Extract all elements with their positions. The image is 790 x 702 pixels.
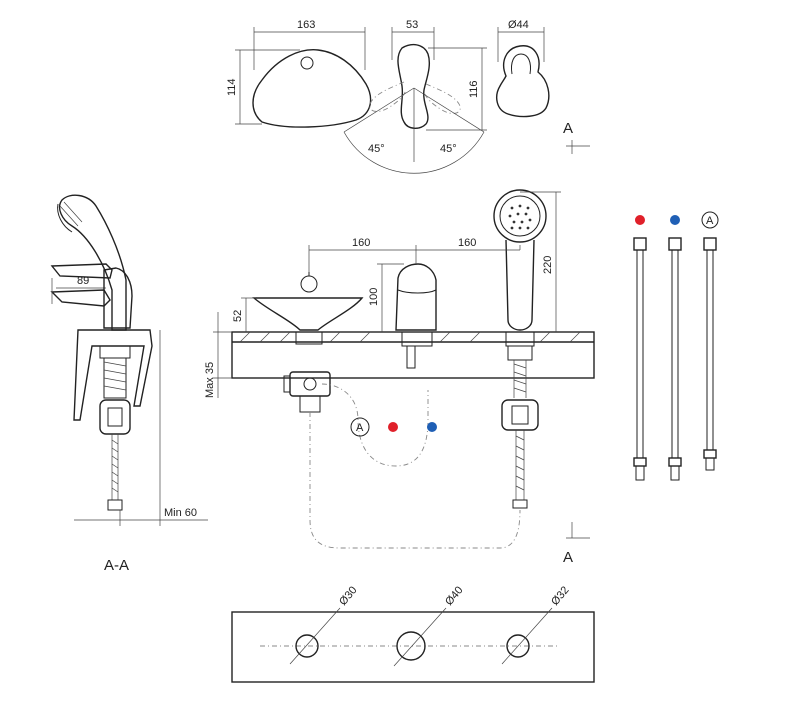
hole-layout: Ø30 Ø40 Ø32 bbox=[231, 584, 595, 683]
top-view: 163 114 53 116 45° 45° Ø44 A bbox=[226, 19, 590, 174]
connector-label-a: A bbox=[356, 422, 364, 434]
mixer-body bbox=[395, 263, 437, 331]
section-mark-bottom: A bbox=[563, 549, 573, 566]
hose-route bbox=[309, 412, 521, 549]
dim-114: 114 bbox=[226, 78, 238, 96]
side-section: 89 Min 60 A-A bbox=[50, 194, 208, 574]
dim-100: 100 bbox=[368, 288, 380, 306]
side-handshower bbox=[58, 194, 127, 331]
angle-45-right: 45° bbox=[440, 143, 457, 155]
dim-max35: Max 35 bbox=[204, 362, 216, 398]
hose-cold bbox=[668, 237, 682, 481]
handshower-top-outline bbox=[496, 45, 550, 118]
section-title-aa: A-A bbox=[104, 557, 129, 574]
tray-front bbox=[252, 297, 364, 331]
handshower-head bbox=[493, 189, 547, 243]
hole-dia30: Ø30 bbox=[337, 584, 360, 608]
hole-dia32: Ø32 bbox=[549, 584, 572, 608]
dim-dia44: Ø44 bbox=[508, 19, 529, 31]
hose-third bbox=[703, 237, 717, 471]
section-mark-top: A bbox=[563, 120, 573, 137]
dim-163: 163 bbox=[297, 19, 315, 31]
cold-dot-front bbox=[427, 422, 437, 432]
dim-52: 52 bbox=[232, 310, 244, 322]
dim-min60: Min 60 bbox=[164, 507, 197, 519]
hole-right bbox=[506, 634, 530, 658]
flex-hoses: A bbox=[633, 211, 719, 481]
dim-89: 89 bbox=[77, 275, 89, 287]
front-view: A 160 160 220 100 52 Max 35 A bbox=[204, 189, 595, 566]
lever-ghost-left bbox=[369, 81, 407, 112]
hose-hot bbox=[633, 237, 647, 481]
hose-label-a: A bbox=[706, 215, 714, 227]
angle-45-left: 45° bbox=[368, 143, 385, 155]
tray-top-outline bbox=[252, 49, 372, 128]
tray-hole bbox=[300, 56, 314, 70]
front-hose-holder bbox=[501, 399, 539, 431]
deck-plan bbox=[231, 611, 595, 683]
dim-53: 53 bbox=[406, 19, 418, 31]
cold-dot-hose bbox=[670, 215, 680, 225]
dim-220: 220 bbox=[542, 256, 554, 274]
deck bbox=[231, 331, 595, 379]
lever-ghost-right bbox=[423, 83, 461, 114]
dim-160-right: 160 bbox=[458, 237, 476, 249]
hole-left bbox=[295, 634, 319, 658]
side-hose-holder bbox=[99, 399, 131, 435]
hot-dot-hose bbox=[635, 215, 645, 225]
hole-dia40: Ø40 bbox=[443, 584, 466, 608]
hole-mid bbox=[396, 631, 426, 661]
lever-top-outline bbox=[397, 43, 431, 129]
dim-116: 116 bbox=[468, 80, 480, 98]
dim-160-left: 160 bbox=[352, 237, 370, 249]
hot-dot-front bbox=[388, 422, 398, 432]
